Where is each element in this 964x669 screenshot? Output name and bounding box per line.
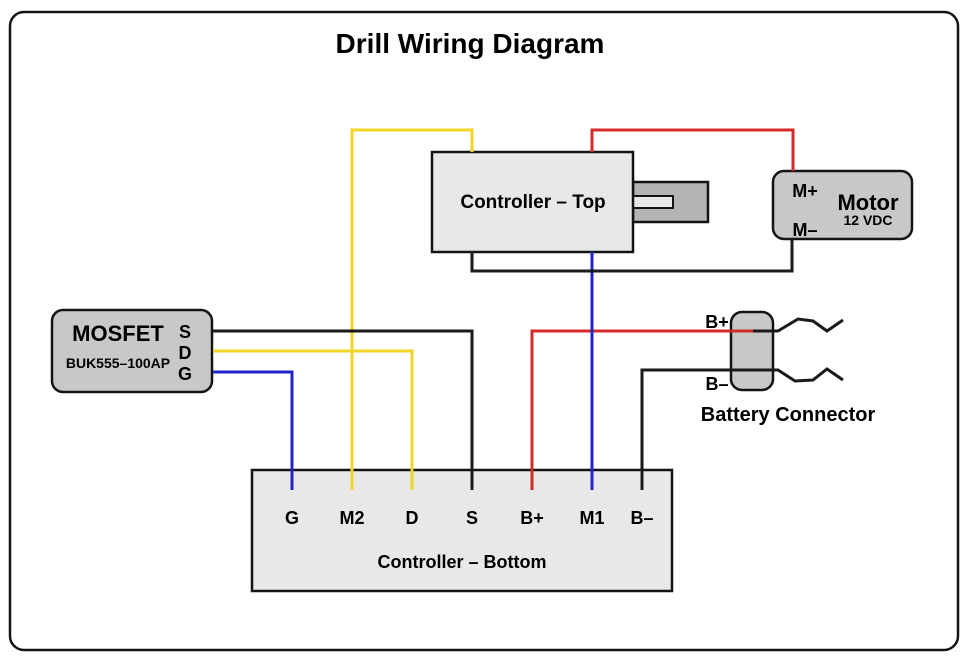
battery-connector-box: [729, 310, 775, 392]
mosfet-pin-d: D: [179, 343, 192, 363]
diagram-title: Drill Wiring Diagram: [336, 28, 605, 59]
mosfet-pin-g: G: [178, 364, 192, 384]
wire-black-battery-plus-lead: [753, 317, 844, 333]
motor-terminal-negative: M–: [792, 220, 817, 240]
motor-terminal-positive: M+: [792, 181, 818, 201]
terminal-label-g: G: [285, 508, 299, 528]
controller-top: Controller – Top: [430, 150, 710, 254]
battery-terminal-negative: B–: [705, 374, 728, 394]
wire-red-top-to-motor: [590, 128, 795, 171]
motor-voltage: 12 VDC: [843, 212, 892, 228]
mosfet: MOSFET BUK555–100AP S D G: [50, 308, 214, 394]
motor-label: Motor: [837, 190, 899, 215]
terminal-label-bminus: B–: [630, 508, 653, 528]
wire-black-mosfet-s: [213, 329, 474, 490]
controller-bottom: Controller – Bottom G M2 D S B+ M1 B–: [250, 468, 674, 593]
wire-black-bminus: [640, 367, 844, 490]
diagram-frame: [8, 10, 960, 652]
wire-yellow-top-to-m2: [350, 128, 474, 490]
battery-connector-label: Battery Connector: [701, 404, 876, 426]
motor: M+ Motor 12 VDC M–: [771, 169, 914, 241]
controller-top-box: [430, 150, 635, 254]
controller-top-connector-slot: [632, 195, 674, 209]
mosfet-box: [50, 308, 214, 394]
mosfet-part-number: BUK555–100AP: [66, 355, 170, 371]
terminal-label-bplus: B+: [520, 508, 544, 528]
mosfet-label: MOSFET: [72, 321, 164, 346]
wire-yellow-mosfet-d: [213, 349, 414, 490]
mosfet-pin-s: S: [179, 322, 191, 342]
terminal-label-d: D: [406, 508, 419, 528]
wires: [213, 128, 844, 490]
motor-box: [771, 169, 914, 241]
controller-bottom-box: [250, 468, 674, 593]
terminal-label-m2: M2: [339, 508, 364, 528]
wire-black-motor-minus: [470, 239, 794, 273]
battery-terminal-positive: B+: [705, 312, 729, 332]
wire-blue-mosfet-g: [213, 370, 294, 490]
terminal-label-m1: M1: [579, 508, 604, 528]
controller-bottom-label: Controller – Bottom: [378, 552, 547, 572]
controller-top-label: Controller – Top: [460, 192, 605, 213]
wire-red-bplus: [530, 329, 753, 490]
terminal-label-s: S: [466, 508, 478, 528]
